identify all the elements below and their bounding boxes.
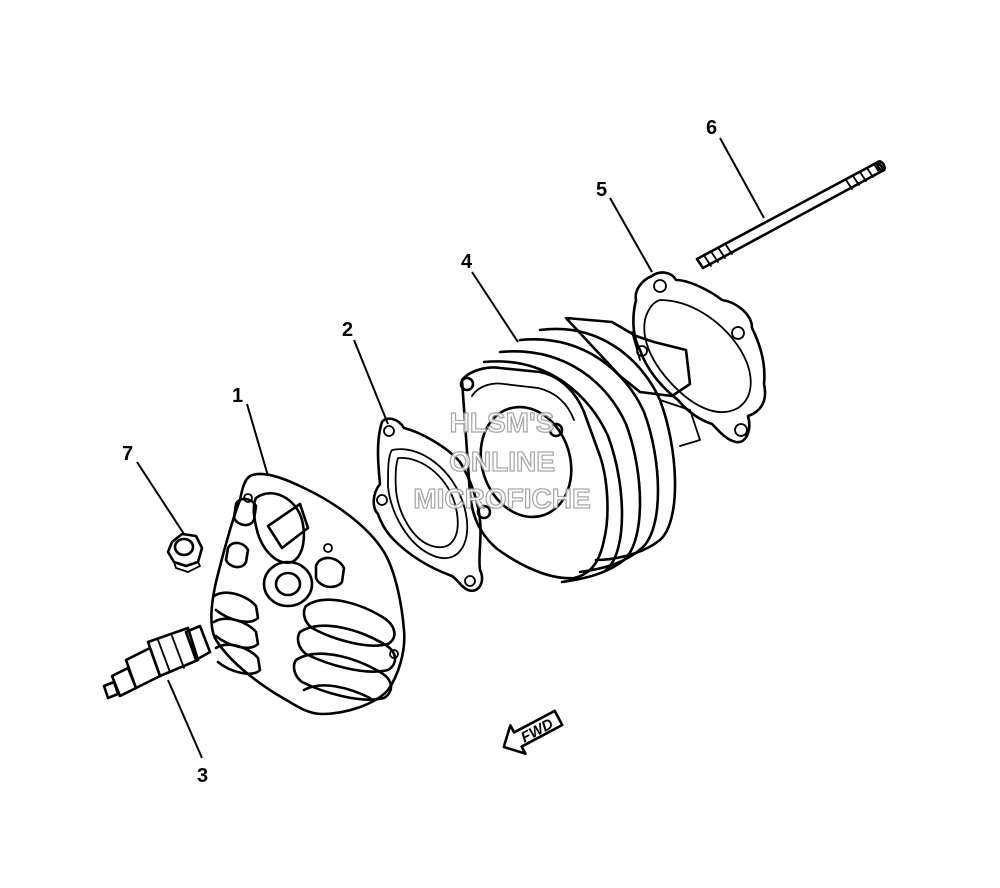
- part-7-nut: [166, 532, 204, 573]
- callout-5: 5: [596, 179, 607, 201]
- leader-lines: [136, 137, 765, 759]
- callout-1: 1: [232, 385, 243, 407]
- watermark-line-1: HLSM'S: [450, 407, 555, 438]
- callout-6: 6: [706, 117, 717, 139]
- part-5-base-gasket: [632, 271, 767, 444]
- callout-3: 3: [197, 765, 208, 787]
- callout-4: 4: [461, 251, 473, 273]
- callout-7: 7: [122, 443, 133, 465]
- part-6-stud-bolt: [695, 160, 886, 270]
- part-2-head-gasket: [372, 417, 484, 593]
- callout-2: 2: [342, 319, 353, 341]
- watermark-line-3: MICROFICHE: [413, 483, 590, 514]
- part-1-cylinder-head: [210, 472, 406, 716]
- fwd-arrow-icon: FWD: [502, 709, 564, 755]
- part-3-spark-plug: [102, 624, 212, 700]
- watermark: HLSM'S ONLINE MICROFICHE: [413, 406, 592, 514]
- watermark-line-2: ONLINE: [449, 446, 555, 477]
- part-4-cylinder: [459, 316, 701, 584]
